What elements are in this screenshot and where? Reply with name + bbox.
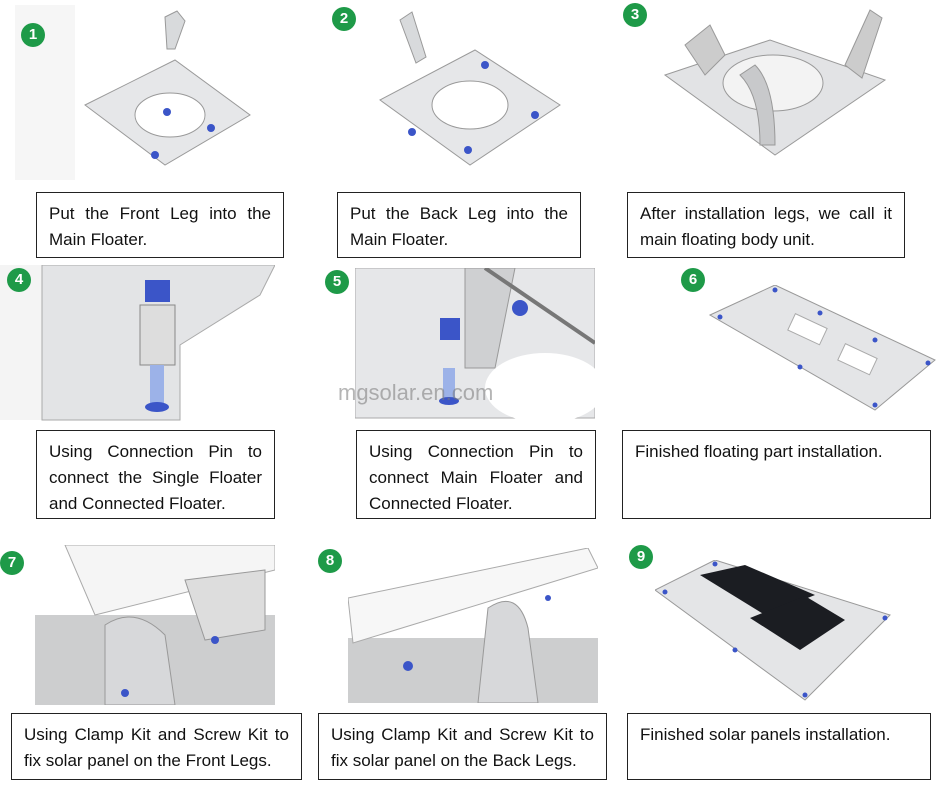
step-2-badge: 2 (332, 7, 356, 31)
step-9-image (655, 560, 891, 701)
step-8-caption: Using Clamp Kit and Screw Kit to fix sol… (318, 713, 607, 780)
step-9-badge: 9 (629, 545, 653, 569)
step-4-caption: Using Connection Pin to connect the Sing… (36, 430, 275, 519)
step-2-image (379, 11, 561, 166)
step-5-caption: Using Connection Pin to connect Main Flo… (356, 430, 596, 519)
step-6-badge: 6 (681, 268, 705, 292)
step-3-caption: After installation legs, we call it main… (627, 192, 905, 258)
step-1-image (15, 5, 251, 180)
step-7-caption: Using Clamp Kit and Screw Kit to fix sol… (11, 713, 302, 780)
watermark: mgsolar.en.com (338, 380, 494, 405)
step-8-image (348, 548, 598, 703)
step-7-image (35, 545, 275, 705)
step-7-badge: 7 (0, 551, 24, 575)
step-9-caption: Finished solar panels installation. (627, 713, 931, 780)
step-1-badge: 1 (21, 23, 45, 47)
step-6-caption: Finished floating part installation. (622, 430, 931, 519)
step-6-image (708, 285, 936, 411)
step-3-badge: 3 (623, 3, 647, 27)
step-3-image (663, 9, 887, 156)
step-5-image (355, 268, 595, 423)
step-1-caption: Put the Front Leg into the Main Floater. (36, 192, 284, 258)
step-4-image (0, 265, 275, 421)
step-4-badge: 4 (7, 268, 31, 292)
step-8-badge: 8 (318, 549, 342, 573)
step-5-badge: 5 (325, 270, 349, 294)
step-2-caption: Put the Back Leg into the Main Floater. (337, 192, 581, 258)
